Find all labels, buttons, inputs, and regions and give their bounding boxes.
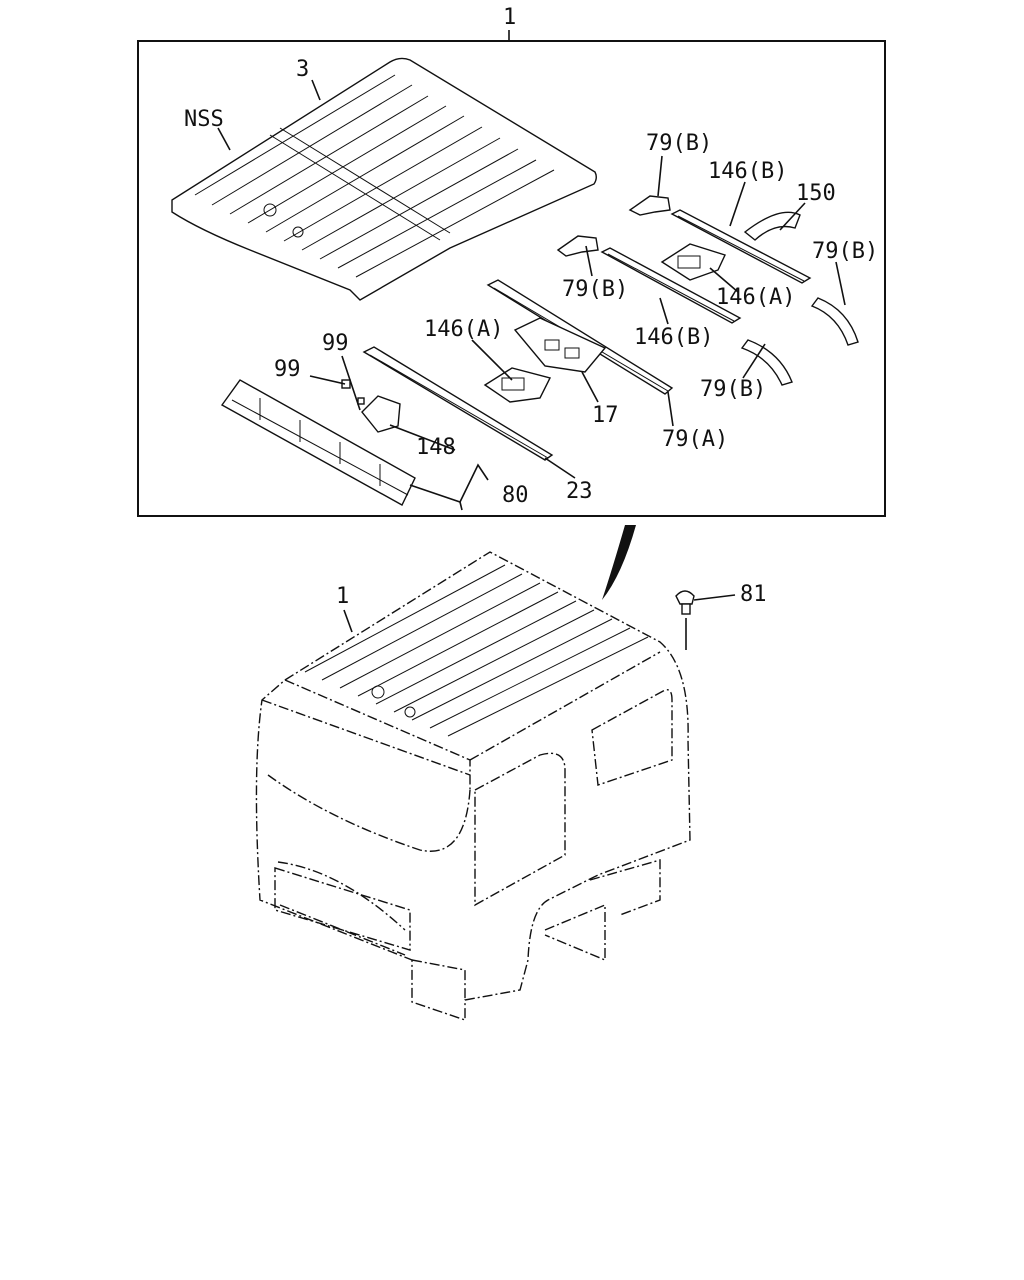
label-79a: 79(A) <box>662 427 728 452</box>
rail-23 <box>362 346 554 461</box>
bolt-81 <box>675 590 736 615</box>
leader-lines <box>217 79 846 511</box>
bracket-148 <box>361 395 401 433</box>
exploded-view-frame <box>137 40 886 517</box>
header-panel-80 <box>220 379 416 506</box>
rail-146b-upper <box>670 209 812 284</box>
rail-146b-lower <box>600 247 742 324</box>
label-146a-2: 146(A) <box>424 317 503 342</box>
assembly-arrow <box>602 525 636 600</box>
label-nss: NSS <box>184 107 224 132</box>
plate-146a-right <box>660 243 726 281</box>
label-79b-2: 79(B) <box>812 239 878 264</box>
label-79b-4: 79(B) <box>700 377 766 402</box>
label-146b-2: 146(B) <box>634 325 713 350</box>
label-146b-1: 146(B) <box>708 159 787 184</box>
cab-assembly <box>255 551 691 1021</box>
label-148: 148 <box>416 435 456 460</box>
label-80: 80 <box>502 483 529 508</box>
bracket-79b-upper <box>628 195 671 216</box>
label-150: 150 <box>796 181 836 206</box>
strap-79b-right <box>810 297 859 346</box>
label-3: 3 <box>296 57 309 82</box>
label-23: 23 <box>566 479 593 504</box>
plate-17 <box>513 317 607 373</box>
plate-146a-left <box>483 367 552 403</box>
bolt-99 <box>341 379 365 405</box>
label-assy-cab: 1 <box>336 584 349 609</box>
label-146a-1: 146(A) <box>716 285 795 310</box>
label-assy-top: 1 <box>503 5 516 30</box>
label-99-2: 99 <box>274 357 301 382</box>
bracket-79b-mid <box>556 235 599 257</box>
label-81: 81 <box>740 582 767 607</box>
label-79b-3: 79(B) <box>562 277 628 302</box>
label-17: 17 <box>592 403 619 428</box>
label-99-1: 99 <box>322 331 349 356</box>
roof-panel <box>171 57 597 301</box>
cap-150 <box>743 211 801 241</box>
strap-79b-lower <box>740 339 793 386</box>
label-79b-1: 79(B) <box>646 131 712 156</box>
leader-cab <box>343 609 353 633</box>
